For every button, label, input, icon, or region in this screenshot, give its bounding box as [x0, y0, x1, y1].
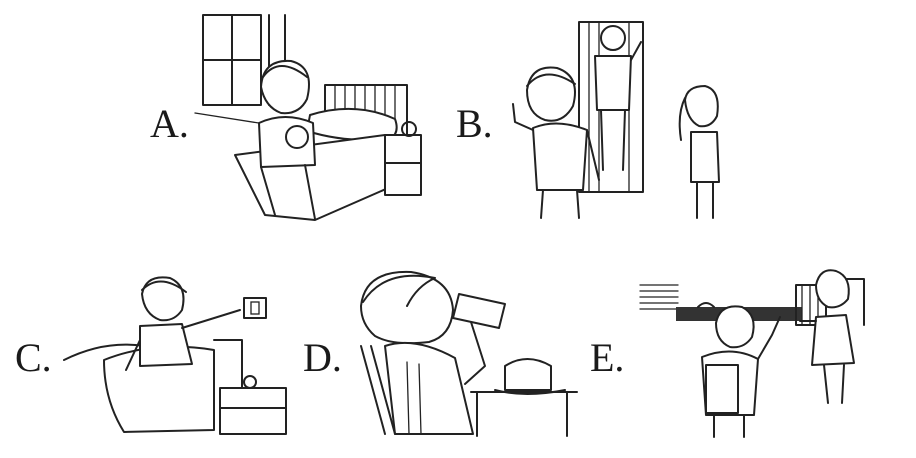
children-at-school-gate-icon	[639, 269, 865, 438]
panel-c-label: C.	[15, 335, 52, 380]
panel-d-label: D.	[303, 335, 342, 380]
girl-on-bed-holding-cat-icon	[194, 14, 422, 221]
panel-b-label: B.	[456, 101, 493, 146]
child-waking-in-bed-icon	[63, 276, 287, 435]
boy-drinking-milk-icon	[360, 270, 578, 437]
panel-e-label: E.	[590, 335, 625, 380]
panel-a-label: A.	[150, 101, 189, 146]
children-leaving-home-waving-icon	[512, 21, 720, 219]
